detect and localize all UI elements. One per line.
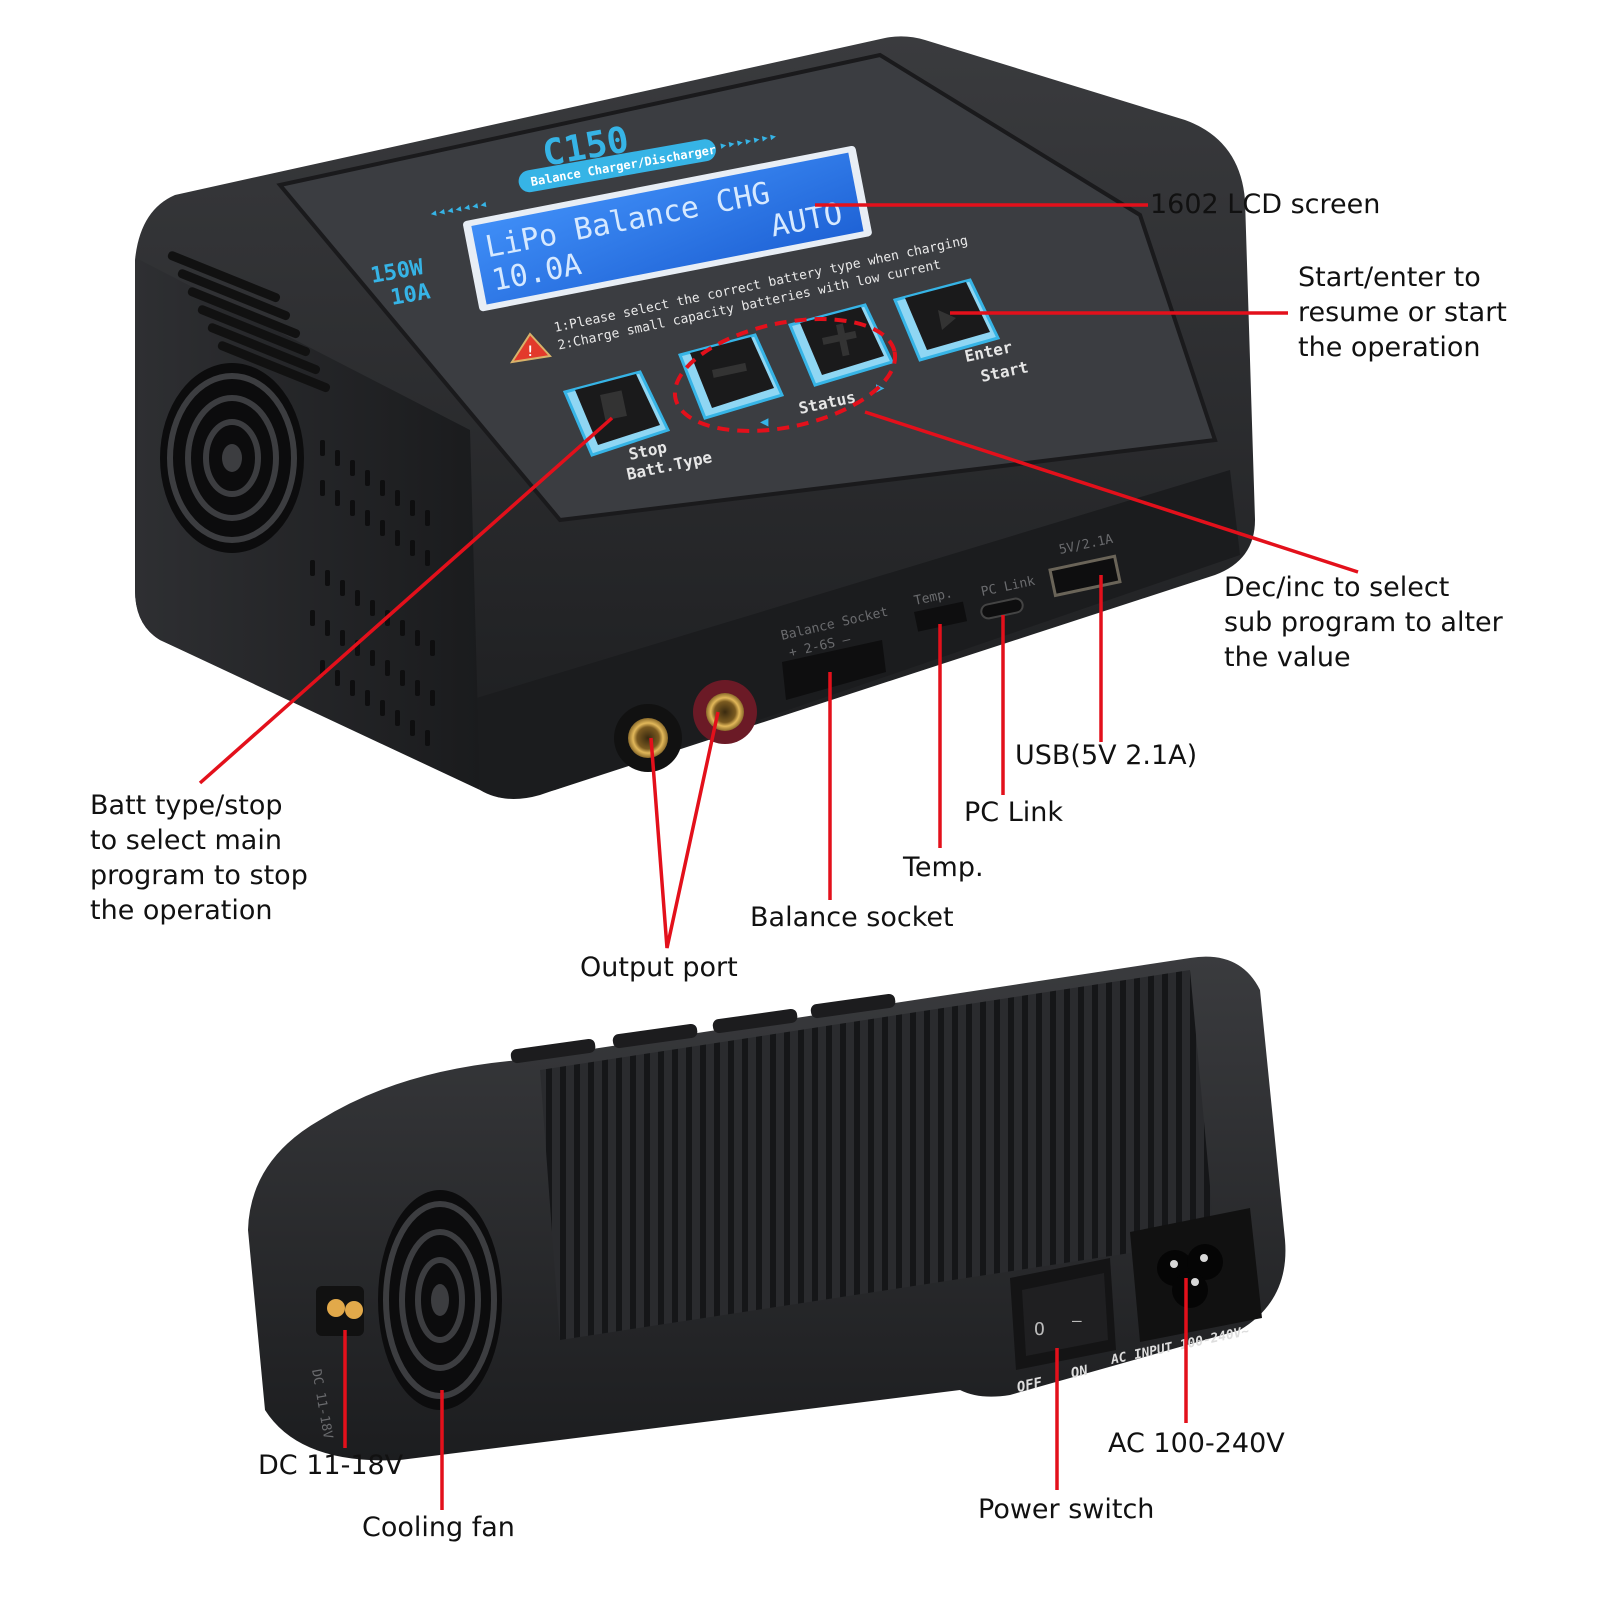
switch-on-glyph: —	[1072, 1311, 1082, 1330]
warning-triangle-icon: !	[509, 332, 552, 364]
control-panel	[276, 52, 1218, 523]
leader-decinc	[864, 410, 1359, 574]
callout-temp: Temp.	[903, 852, 984, 883]
leader-output	[649, 711, 720, 949]
output-port-positive	[693, 680, 757, 744]
leader-batttype	[198, 416, 614, 785]
svg-text:!: !	[526, 344, 534, 360]
vent-slits	[167, 251, 331, 393]
callout-batt-type-stop: Batt type/stop to select main program to…	[90, 790, 308, 926]
stop-icon	[599, 390, 627, 421]
rear-top-keys	[510, 993, 896, 1064]
callout-leaders	[198, 203, 1359, 1510]
callout-usb: USB(5V 2.1A)	[1015, 740, 1198, 771]
decrement-button[interactable]: ◀	[677, 333, 785, 430]
side-fan-icon	[160, 363, 304, 553]
callout-power-switch: Power switch	[978, 1494, 1155, 1525]
power-switch[interactable]: O — OFF ON	[1010, 1258, 1116, 1396]
callout-balance-socket: Balance socket	[750, 902, 954, 933]
stop-batt-type-button[interactable]: Stop Batt.Type	[562, 370, 714, 484]
callout-dc-input: DC 11-18V	[258, 1450, 404, 1481]
svg-text:ON: ON	[1070, 1363, 1090, 1382]
svg-text:OFF: OFF	[1016, 1375, 1045, 1396]
bottom-device: DC 11-18V O — OFF ON AC INPUT 100-240V~	[248, 956, 1286, 1461]
callout-dec-inc: Dec/inc to select sub program to alter t…	[1224, 572, 1503, 673]
ribbed-housing	[540, 970, 1215, 1340]
callout-pc-link: PC Link	[964, 797, 1064, 828]
play-icon	[938, 310, 956, 330]
svg-text:◀: ◀	[760, 414, 769, 430]
switch-off-glyph: O	[1034, 1319, 1045, 1340]
output-port-negative	[614, 704, 682, 772]
rear-cooling-fan-icon	[378, 1190, 502, 1410]
callout-start-enter: Start/enter to resume or start the opera…	[1298, 262, 1507, 363]
side-perforations	[310, 440, 435, 746]
callout-ac-input: AC 100-240V	[1108, 1428, 1285, 1459]
callout-output-port: Output port	[580, 952, 738, 983]
callout-lcd-screen: 1602 LCD screen	[1150, 189, 1381, 220]
minus-icon	[712, 362, 747, 378]
plus-icon	[822, 323, 857, 357]
top-device: C150 Balance Charger/Discharger ◂◂◂◂◂◂◂ …	[135, 36, 1255, 799]
dec-inc-highlight	[672, 317, 898, 433]
callout-cooling-fan: Cooling fan	[362, 1512, 515, 1543]
